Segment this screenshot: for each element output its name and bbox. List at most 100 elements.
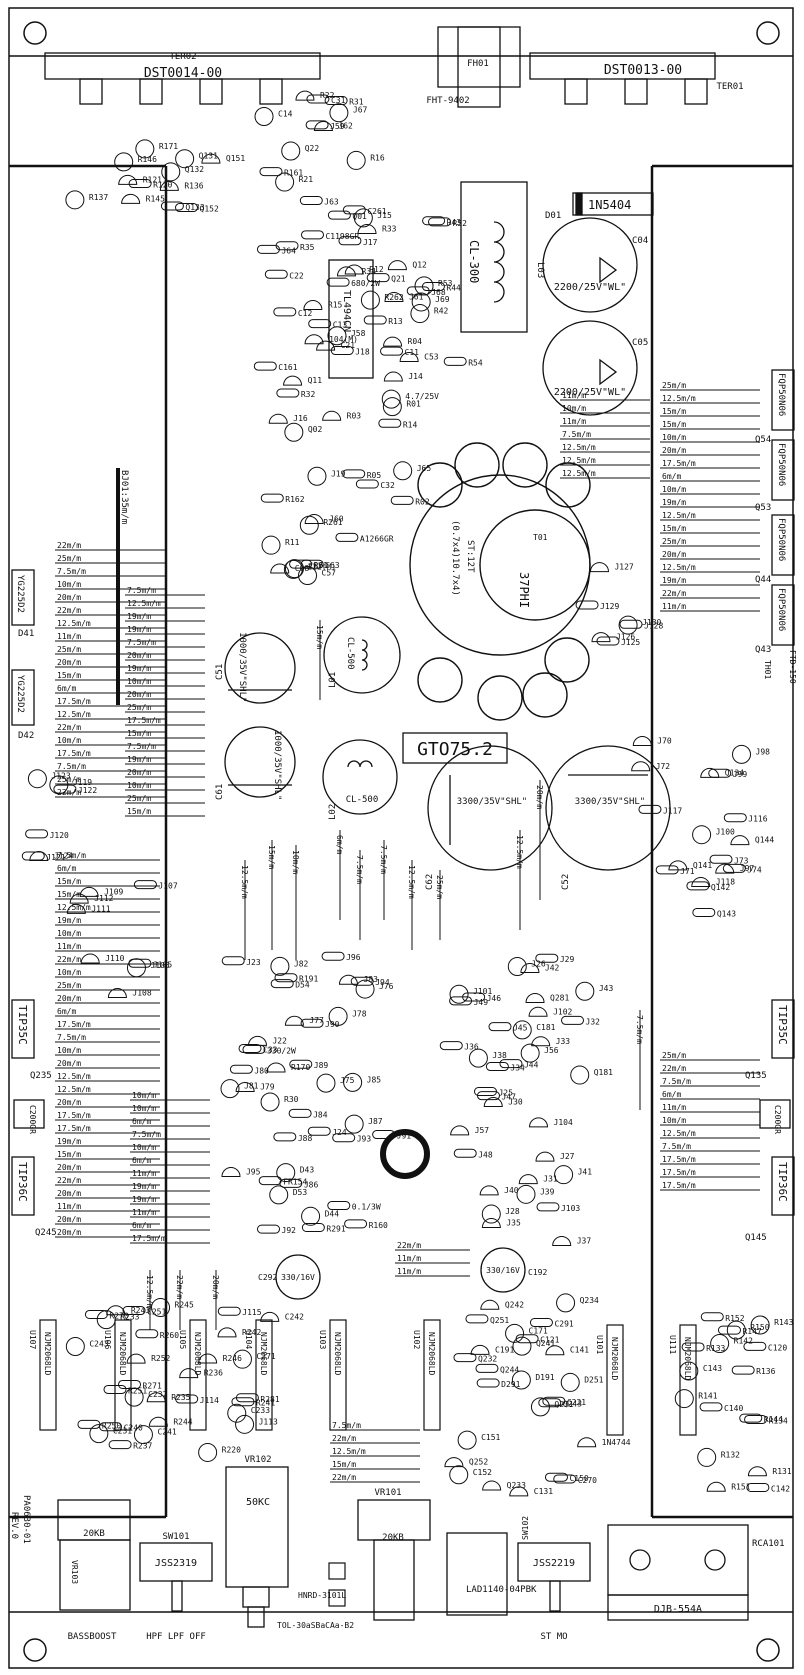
component-label: C152 — [473, 1468, 492, 1477]
capacitor-icon — [260, 1092, 280, 1112]
component-label: J92 — [282, 1226, 297, 1235]
jumper-label: 12.5m/m — [662, 1129, 696, 1138]
capacitor-icon — [457, 1430, 477, 1450]
jumper-label: 10m/m — [662, 485, 686, 494]
jumper-label: 6m/m — [662, 472, 681, 481]
component-label: R141 — [698, 1392, 717, 1401]
resistor-icon — [536, 1202, 560, 1212]
resistor-icon — [692, 907, 716, 917]
rca-label: DJB-554A — [654, 1604, 702, 1615]
opamp-u104 — [255, 1319, 273, 1431]
capacitor-c05 — [542, 320, 638, 416]
resistor-icon — [305, 120, 329, 130]
jumper-label: 20m/m — [57, 994, 81, 1003]
component-label: C261 — [367, 207, 386, 216]
opamp-u105 — [189, 1319, 207, 1431]
resistor-icon — [700, 1312, 724, 1322]
resistor-icon — [475, 1363, 499, 1373]
pot-vr102 — [225, 1466, 289, 1628]
resistor-icon — [699, 1402, 723, 1412]
jumper-label: 25m/m — [662, 1051, 686, 1060]
jumper-label: 20m/m — [57, 1163, 81, 1172]
resistor-icon — [288, 1108, 312, 1118]
opamp-label: NJM2068LD — [683, 1337, 692, 1381]
component-label: C131 — [534, 1487, 553, 1496]
resistor-icon — [538, 1398, 562, 1408]
rca-ref: RCA101 — [752, 1539, 785, 1549]
transistor-icon — [66, 903, 86, 914]
resistor-icon — [739, 1413, 763, 1423]
jumper-label: 12.5m/m — [515, 835, 524, 869]
rectifier-diodes — [11, 569, 35, 726]
jumper-label: 17.5m/m — [57, 749, 91, 758]
capacitor-icon — [175, 149, 195, 169]
resistor-icon — [160, 201, 184, 211]
transistor-icon — [715, 863, 735, 874]
transistor-icon — [387, 260, 407, 271]
capacitor-icon — [710, 1334, 730, 1354]
opamp-ref: U102 — [412, 1330, 421, 1349]
transistor-icon — [304, 514, 324, 525]
transistor-icon — [450, 1125, 470, 1136]
jumper-label: 11m/m — [57, 632, 81, 641]
c51-label: 1000/35V"SHL" — [237, 632, 247, 702]
jumper-label: 19m/m — [127, 625, 151, 634]
transistor-icon — [480, 1299, 500, 1310]
jumper-label: 10m/m — [562, 404, 586, 413]
jumper-label: 10m/m — [662, 433, 686, 442]
q245-label: TIP36C — [16, 1162, 29, 1202]
capacitor-icon — [343, 1072, 363, 1092]
sw101-ref: SW101 — [162, 1532, 189, 1542]
terminal-ter01 — [529, 52, 716, 105]
jumper-label: 25m/m — [127, 703, 151, 712]
resistor-icon — [443, 356, 467, 366]
transistor-icon — [706, 1481, 726, 1492]
resistor-icon — [722, 863, 746, 873]
fh01-label: FHT-9402 — [426, 96, 469, 106]
jumper-label: 22m/m — [57, 606, 81, 615]
resistor-icon — [708, 768, 732, 778]
capacitor-icon — [275, 172, 295, 192]
component-label: C121 — [540, 1336, 559, 1345]
ter02-ref: TER02 — [169, 52, 196, 62]
capacitor-icon — [235, 1414, 255, 1434]
bj01-label: BJ01:35m/m — [119, 470, 129, 524]
component-label: Q152 — [200, 205, 219, 214]
component-label: J70 — [657, 736, 672, 745]
ter01-label: DST0013-00 — [604, 63, 682, 78]
resistor-icon — [99, 1422, 123, 1432]
capacitor-icon — [750, 1315, 770, 1335]
component-label: J72 — [656, 762, 671, 771]
q245-ref: Q245 — [35, 1228, 57, 1238]
resistor-icon — [133, 880, 157, 890]
component-label: R246 — [223, 1354, 242, 1363]
resistor-icon — [422, 216, 446, 226]
jumper-label: 6m/m — [57, 684, 76, 693]
jumper-label: 11m/m — [562, 391, 586, 400]
component-label: R260 — [160, 1331, 179, 1340]
jumper-label: 15m/m — [315, 625, 324, 649]
mounting-hole-icon — [23, 1638, 47, 1662]
jumper-label: 20m/m — [57, 1098, 81, 1107]
c51-ref: C51 — [215, 664, 225, 680]
capacitor-icon — [355, 979, 375, 999]
resistor-icon — [744, 1414, 768, 1424]
c61-ref: C61 — [215, 784, 225, 800]
resistor-icon — [553, 1474, 577, 1484]
component-label: J79 — [260, 1083, 275, 1092]
jumper-label: 7.5m/m — [379, 845, 388, 874]
resistor-icon — [344, 1219, 368, 1229]
capacitor-icon — [618, 615, 638, 635]
component-label: Q144 — [755, 836, 774, 845]
jumper-label: 6m/m — [132, 1117, 151, 1126]
resistor-icon — [439, 1041, 463, 1051]
component-label: J74 — [747, 865, 762, 874]
component-label: D44 — [325, 1209, 340, 1218]
q145-label: TIP36C — [776, 1162, 789, 1202]
component-label: R162 — [285, 495, 304, 504]
component-label: J78 — [352, 1009, 367, 1018]
jumper-label: 22m/m — [175, 1275, 184, 1299]
jack-label: LAD1140-04PBK — [466, 1585, 537, 1595]
resistor-icon — [542, 1396, 566, 1406]
resistor-icon — [122, 1306, 146, 1316]
